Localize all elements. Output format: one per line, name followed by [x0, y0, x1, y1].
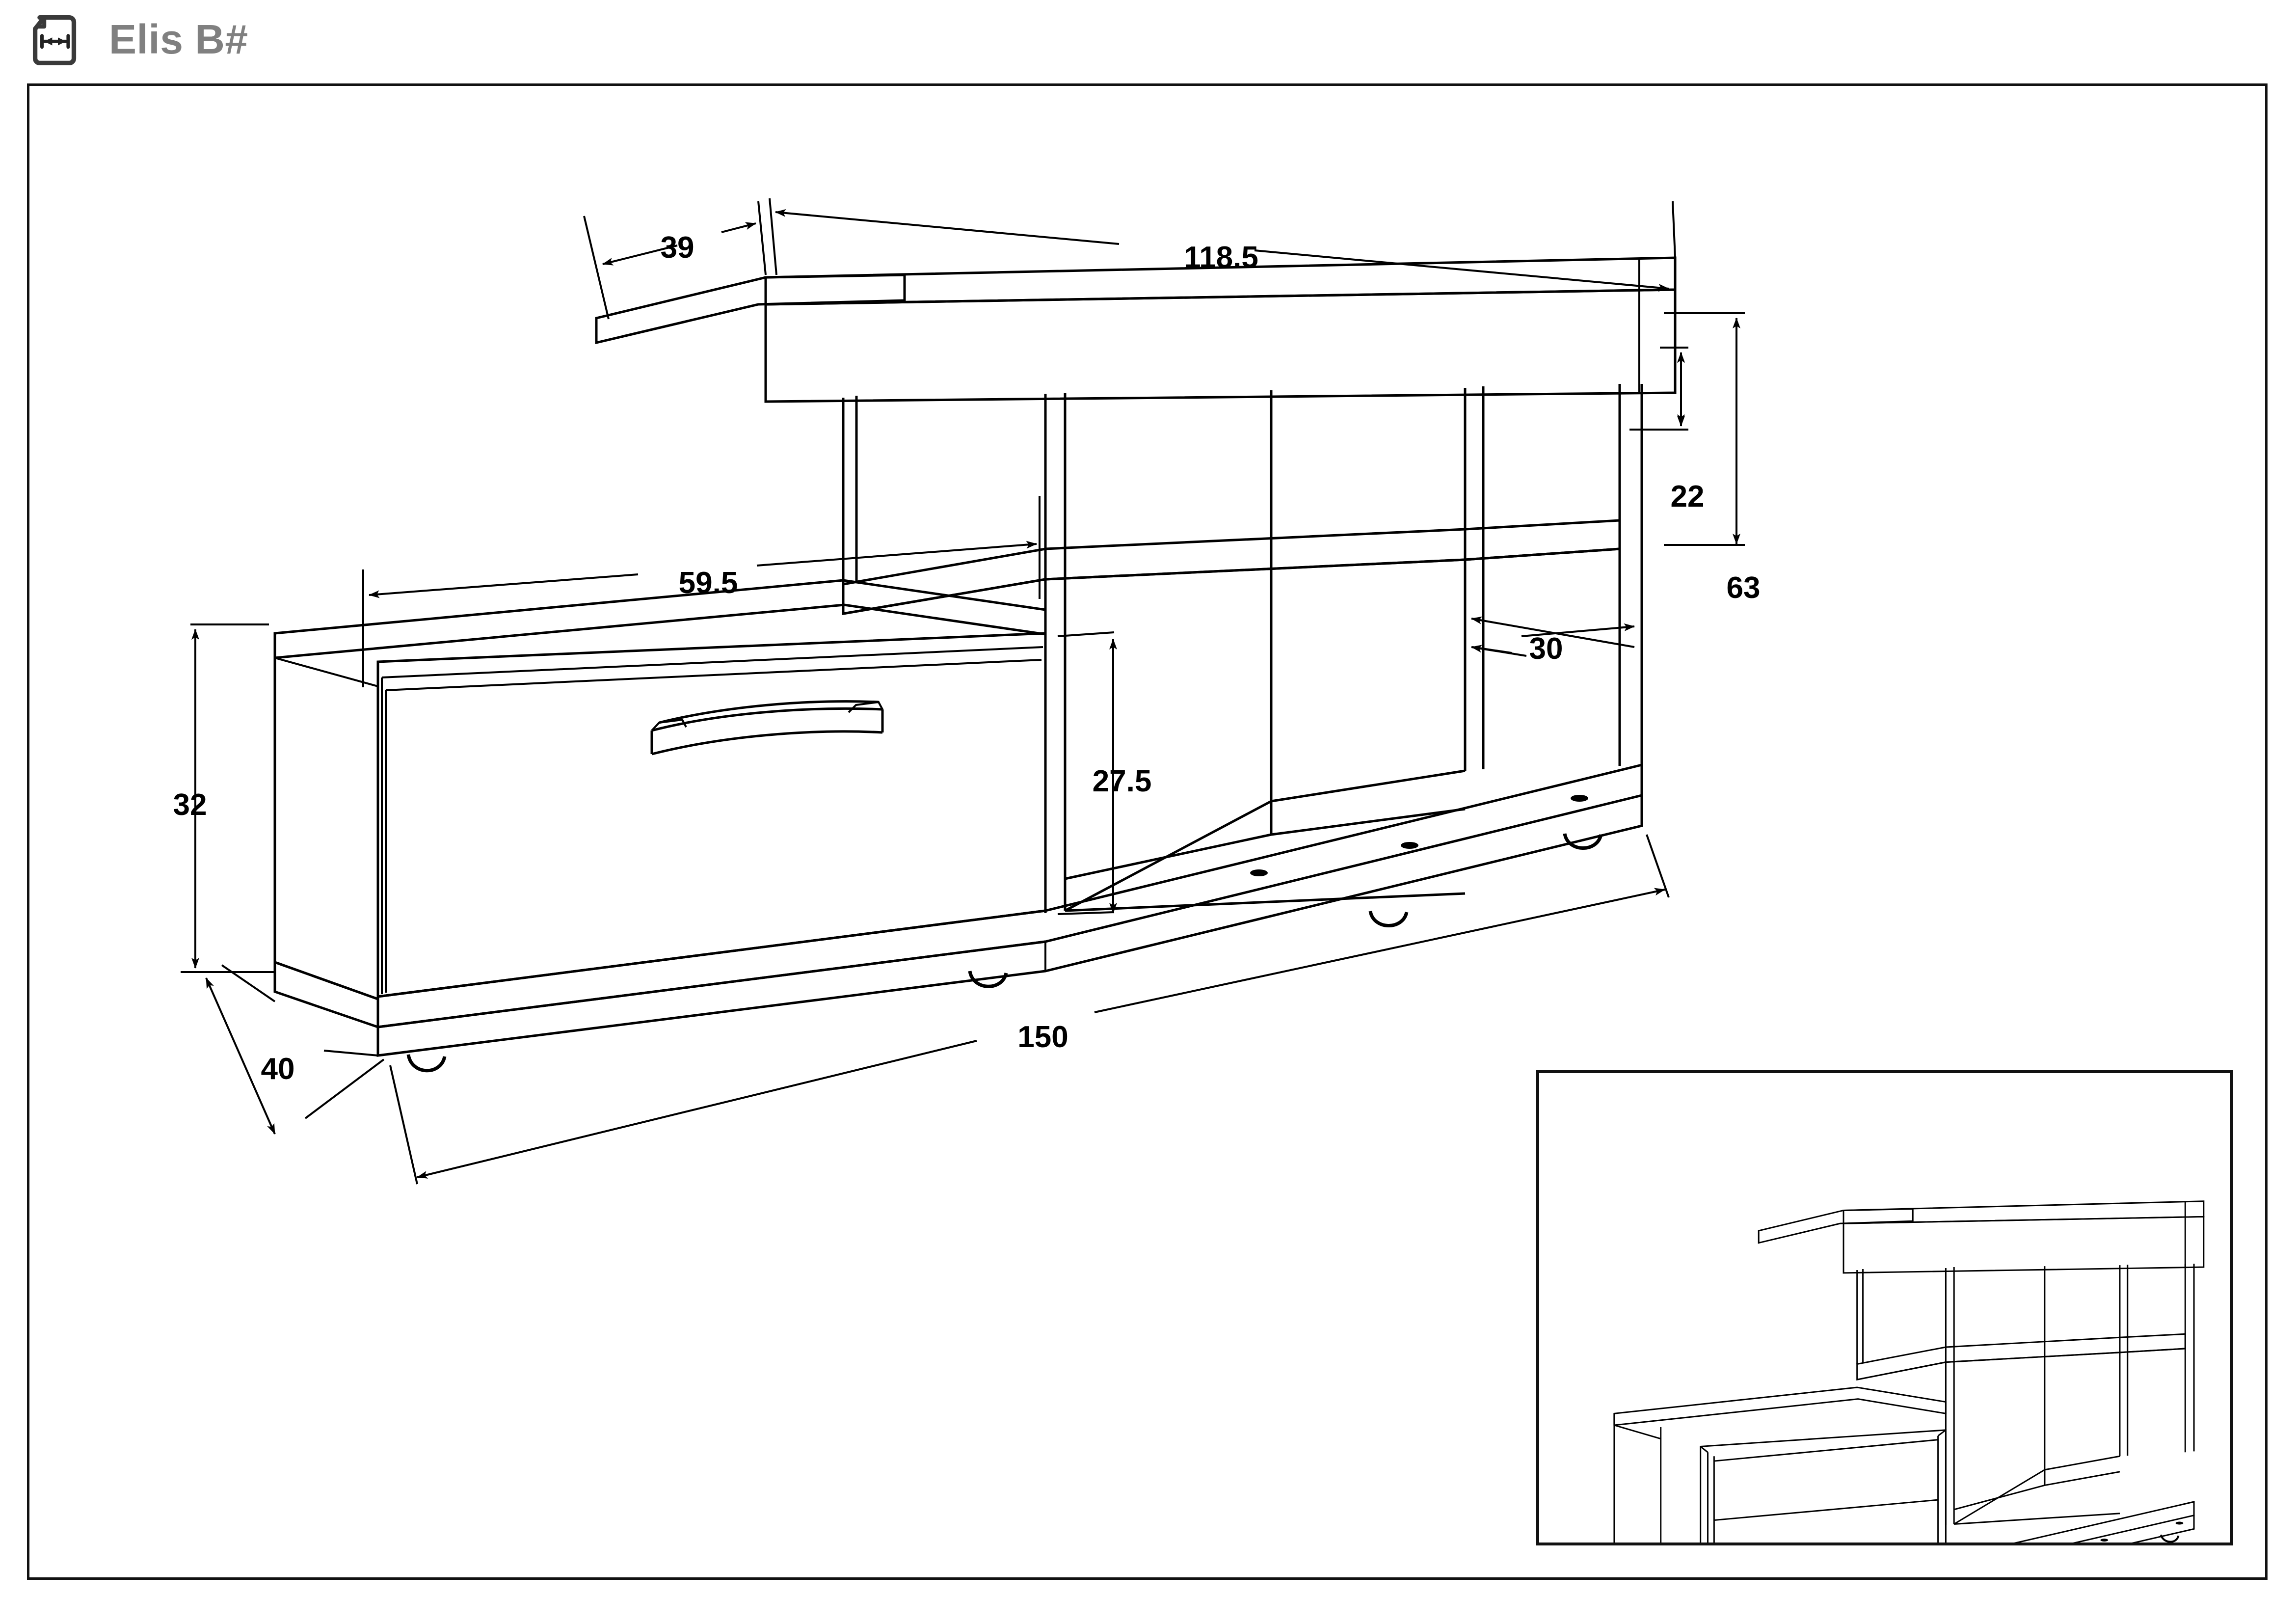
header-bar: Elis B# [0, 0, 2296, 79]
document-dimension-icon [32, 15, 77, 66]
dimension-label-27-5: 27.5 [1092, 764, 1152, 798]
dimension-label-39: 39 [660, 231, 694, 265]
dimension-label-63: 63 [1726, 571, 1761, 605]
dimension-label-40: 40 [261, 1052, 295, 1086]
dimension-label-22: 22 [1670, 480, 1705, 514]
inset-overview-drawing [1613, 1200, 2205, 1618]
dimension-label-118-5: 118.5 [1184, 241, 1258, 274]
dimension-label-30: 30 [1529, 632, 1563, 666]
dimension-label-150: 150 [1017, 1020, 1068, 1054]
dimension-label-59-5: 59.5 [678, 566, 738, 600]
inset-overview-panel [1536, 1070, 2233, 1618]
dimension-label-32: 32 [173, 788, 207, 822]
page-title: Elis B# [109, 16, 248, 62]
